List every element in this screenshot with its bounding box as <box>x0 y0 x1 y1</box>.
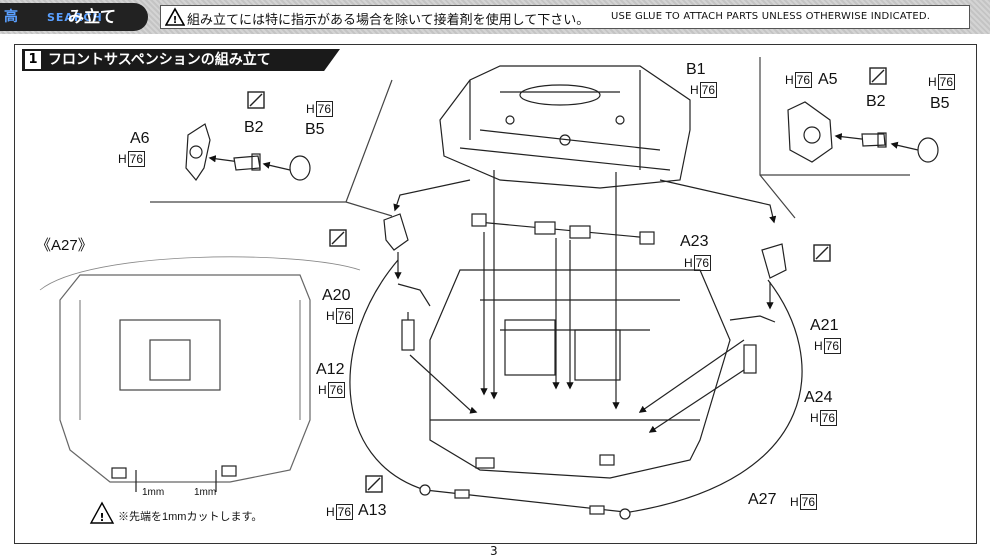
b2-left-icon <box>233 153 261 171</box>
inset-title: 《A27》 <box>36 237 93 254</box>
step-title: フロントサスペンションの組み立て <box>48 52 271 68</box>
label-b1: B1 <box>686 61 706 78</box>
label-a5: A5 <box>818 71 838 88</box>
b5-left-icon <box>289 155 311 181</box>
label-b2-left: B2 <box>244 119 264 136</box>
dimension-right: 1mm <box>194 487 217 498</box>
a6-upright-icon <box>185 123 211 182</box>
inset-warning-icon: ! <box>89 501 115 524</box>
dimension-left: 1mm <box>142 487 165 498</box>
label-a23: A23 <box>680 233 709 250</box>
label-b5-left: B5 <box>305 121 325 138</box>
a23-rod-icon <box>471 213 655 245</box>
label-b5-right: B5 <box>930 95 950 112</box>
b2-right-icon <box>861 132 887 148</box>
callout-right <box>759 57 910 219</box>
label-a13: A13 <box>358 502 387 519</box>
no-glue-icon <box>247 67 887 493</box>
step-header: 1 フロントサスペンションの組み立て <box>22 49 340 71</box>
b1-plate-icon <box>439 65 691 189</box>
a24-damper-icon <box>743 344 757 374</box>
svg-text:!: ! <box>173 15 178 26</box>
label-a21: A21 <box>810 317 839 334</box>
label-b2-right: B2 <box>866 93 886 110</box>
a20-bracket-icon <box>383 213 409 251</box>
assembly-label: み立て <box>68 7 117 26</box>
a21-bracket-icon <box>761 243 787 279</box>
label-a6: A6 <box>130 130 150 147</box>
a27-inset-icon <box>39 256 361 492</box>
notice-text-en: USE GLUE TO ATTACH PARTS UNLESS OTHERWIS… <box>611 11 931 22</box>
label-a20: A20 <box>322 287 351 304</box>
a27-chassis-icon <box>429 269 731 479</box>
b5-right-icon <box>917 137 939 163</box>
a12-damper-icon <box>401 319 415 351</box>
svg-text:!: ! <box>99 511 104 524</box>
a13-tie-rod-icon <box>419 484 631 520</box>
label-a12: A12 <box>316 361 345 378</box>
label-a24: A24 <box>804 389 833 406</box>
label-a27: A27 <box>748 491 777 508</box>
instruction-frame <box>14 44 977 544</box>
warning-icon: ! <box>165 7 185 26</box>
callout-left <box>150 79 393 217</box>
glue-notice: ! 組み立てには特に指示がある場合を除いて接着剤を使用して下さい。 USE GL… <box>160 5 970 29</box>
page-number: 3 <box>490 544 498 558</box>
inset-cut-note: ※先端を1mmカットします。 <box>118 511 263 523</box>
a5-upright-icon <box>787 101 833 163</box>
step-number: 1 <box>25 51 41 69</box>
notice-text-jp: 組み立てには特に指示がある場合を除いて接着剤を使用して下さい。 <box>187 13 590 28</box>
